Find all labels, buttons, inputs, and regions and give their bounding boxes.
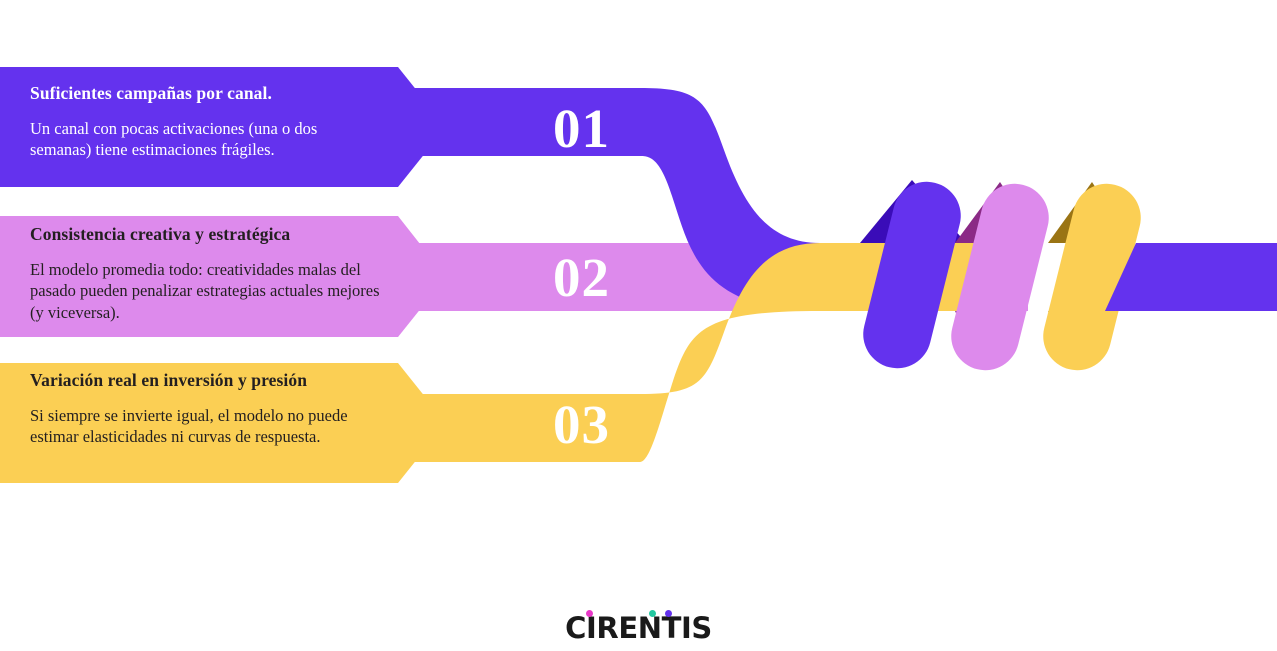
step-title-1: Suficientes campañas por canal. (30, 83, 272, 103)
logo-dot-teal-icon (649, 609, 657, 617)
step-text-block-1: Suficientes campañas por canal. Un canal… (30, 83, 380, 161)
step-title-3: Variación real en inversión y presión (30, 370, 308, 390)
purple-s-curve (398, 88, 900, 311)
pink-shadow-1b (955, 311, 1000, 352)
logo-wordmark: CIRENTIS (565, 610, 712, 645)
purple-bar-1 (863, 181, 961, 369)
brand-logo: CIRENTIS (0, 608, 1277, 648)
step-number-01: 01 (553, 98, 610, 159)
yellow-shadow-1b (1048, 311, 1092, 352)
purple-ribbon-tail (1105, 243, 1277, 311)
braid-stroke-purple-1 (860, 180, 966, 369)
step-body-2: El modelo promedia todo: creatividades m… (30, 259, 380, 322)
logo-dot-magenta-icon (586, 609, 594, 617)
pink-bar-1 (951, 183, 1049, 371)
yellow-s-curve (398, 243, 980, 462)
braid-stroke-yellow-1 (1043, 182, 1141, 371)
purple-shadow-1 (860, 180, 966, 243)
step-text-block-3: Variación real en inversión y presión Si… (30, 370, 380, 448)
pink-shadow-1 (955, 182, 1040, 243)
pink-run (398, 243, 1028, 311)
step-text-block-2: Consistencia creativa y estratégica El m… (30, 224, 380, 323)
step-body-3: Si siempre se invierte igual, el modelo … (30, 405, 348, 447)
step-body-1: Un canal con pocas activaciones (una o d… (30, 118, 318, 160)
step-title-2: Consistencia creativa y estratégica (30, 224, 291, 244)
logo-dot-purple-icon (665, 609, 673, 617)
yellow-shadow-1 (1048, 182, 1132, 243)
step-number-02: 02 (553, 247, 610, 308)
step-number-03: 03 (553, 394, 610, 455)
yellow-bar-1 (1043, 183, 1141, 371)
logo-wordmark-wrap: CIRENTIS (565, 609, 712, 645)
braid-stroke-pink-1 (951, 182, 1049, 371)
